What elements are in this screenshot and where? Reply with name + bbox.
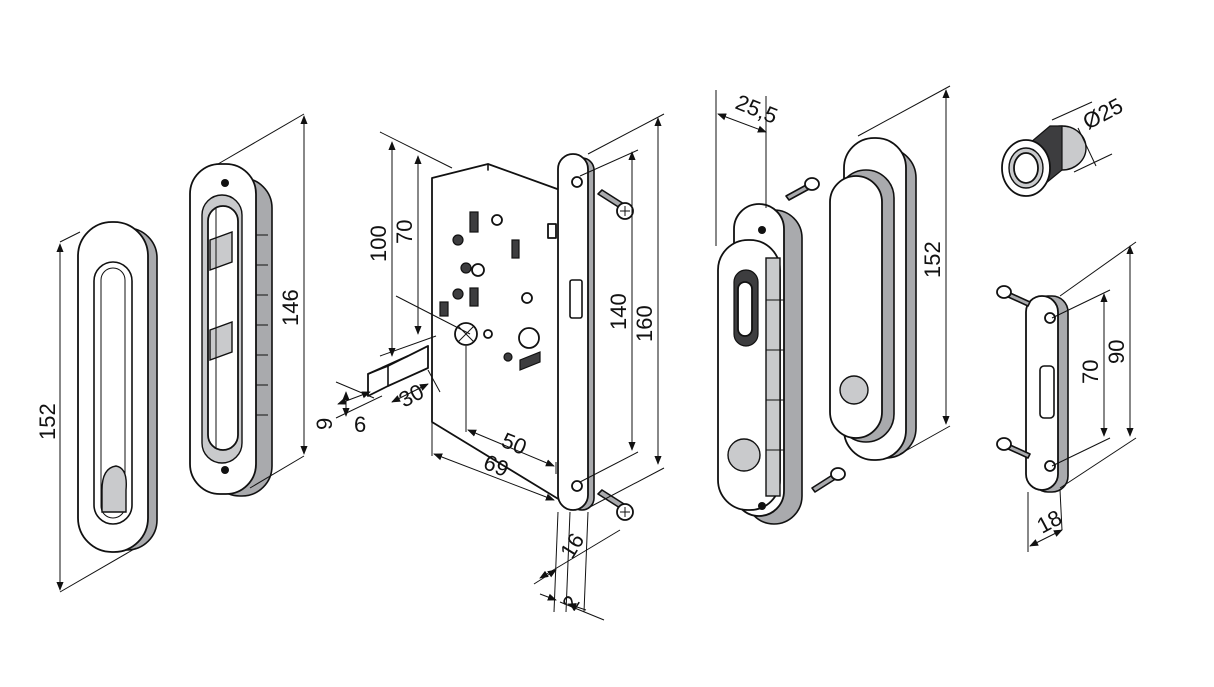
inner-pull-handle: [717, 203, 803, 525]
dimension-lock-140: 140: [579, 149, 639, 483]
oval-pull-rose: [77, 221, 158, 553]
dim-lock-70-label: 70: [392, 220, 417, 244]
dim-lock-100-label: 100: [366, 225, 391, 262]
dim-pull-height-label: 146: [278, 289, 303, 326]
dimension-lock-100: 100: [366, 131, 453, 357]
dim-rose-height-label: 152: [35, 403, 60, 440]
dim-spindle-6-label: 6: [354, 412, 366, 437]
dim-handle-height-label: 152: [920, 241, 945, 278]
screw-handle-top: [785, 177, 820, 201]
dim-spindle-30-label: 30: [395, 379, 428, 413]
dim-faceplate-2-label: 2: [557, 591, 585, 615]
dim-depth-25-5-label: 25,5: [732, 89, 781, 128]
dimension-pull-height: 146: [217, 113, 308, 489]
dim-cylinder-dia-label: Ø25: [1079, 93, 1127, 135]
dim-faceplate-16-label: 16: [555, 529, 589, 563]
cylinder-cap: [1001, 125, 1087, 197]
screw-handle-bottom: [811, 467, 846, 493]
dim-strike-90-label: 90: [1104, 340, 1129, 364]
mortise-lock-body: [431, 163, 561, 501]
dimension-faceplate: 16 2: [533, 511, 621, 621]
strike-plate: [1025, 295, 1069, 493]
dim-lock-160-label: 160: [632, 305, 657, 342]
dim-lock-140-label: 140: [606, 293, 631, 330]
dim-strike-70-label: 70: [1078, 360, 1103, 384]
outer-pull-handle: [829, 137, 917, 461]
dimension-lock-160: 160: [587, 113, 665, 509]
dim-spindle-9-label: 9: [312, 418, 337, 430]
screw-strike-top: [996, 285, 1031, 307]
dimension-rose-height: 152: [35, 231, 137, 593]
dimension-handle-height: 152: [857, 85, 951, 455]
dimension-strike-width: 18: [1027, 489, 1066, 552]
dimension-strike-90: 90: [1059, 241, 1137, 489]
pull-cup: [189, 163, 273, 497]
dimension-lock-70: 70: [392, 155, 471, 335]
screw-strike-bottom: [996, 437, 1031, 459]
screw-bottom-right: [597, 489, 634, 521]
lock-faceplate: [557, 153, 595, 511]
dimension-strike-70: 70: [1051, 289, 1111, 467]
screw-top-right: [597, 189, 634, 220]
